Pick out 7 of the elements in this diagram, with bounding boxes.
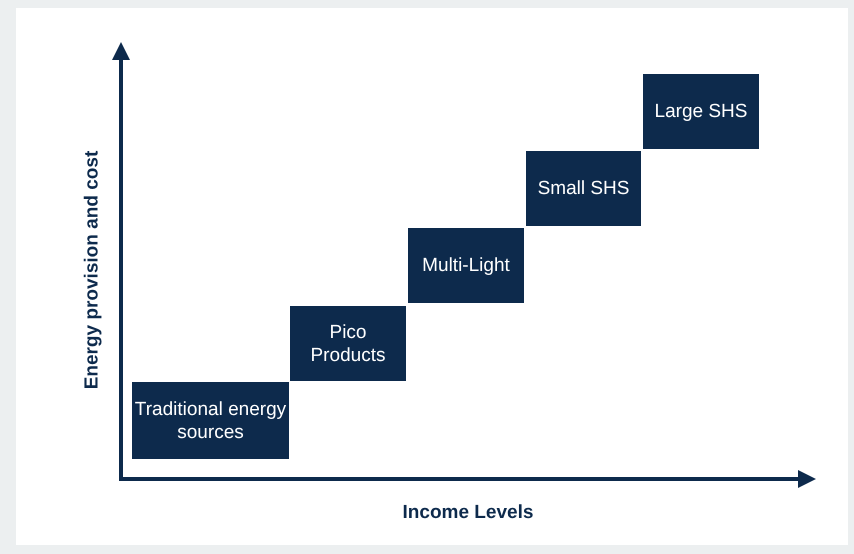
step-box: Multi-Light (407, 227, 525, 304)
step-box: Traditional energy sources (131, 381, 290, 460)
step-box: Small SHS (525, 150, 642, 227)
x-axis-title: Income Levels (402, 502, 534, 524)
y-axis-title: Energy provision and cost (80, 150, 103, 390)
step-box: Pico Products (289, 305, 407, 382)
step-box: Large SHS (642, 73, 760, 150)
